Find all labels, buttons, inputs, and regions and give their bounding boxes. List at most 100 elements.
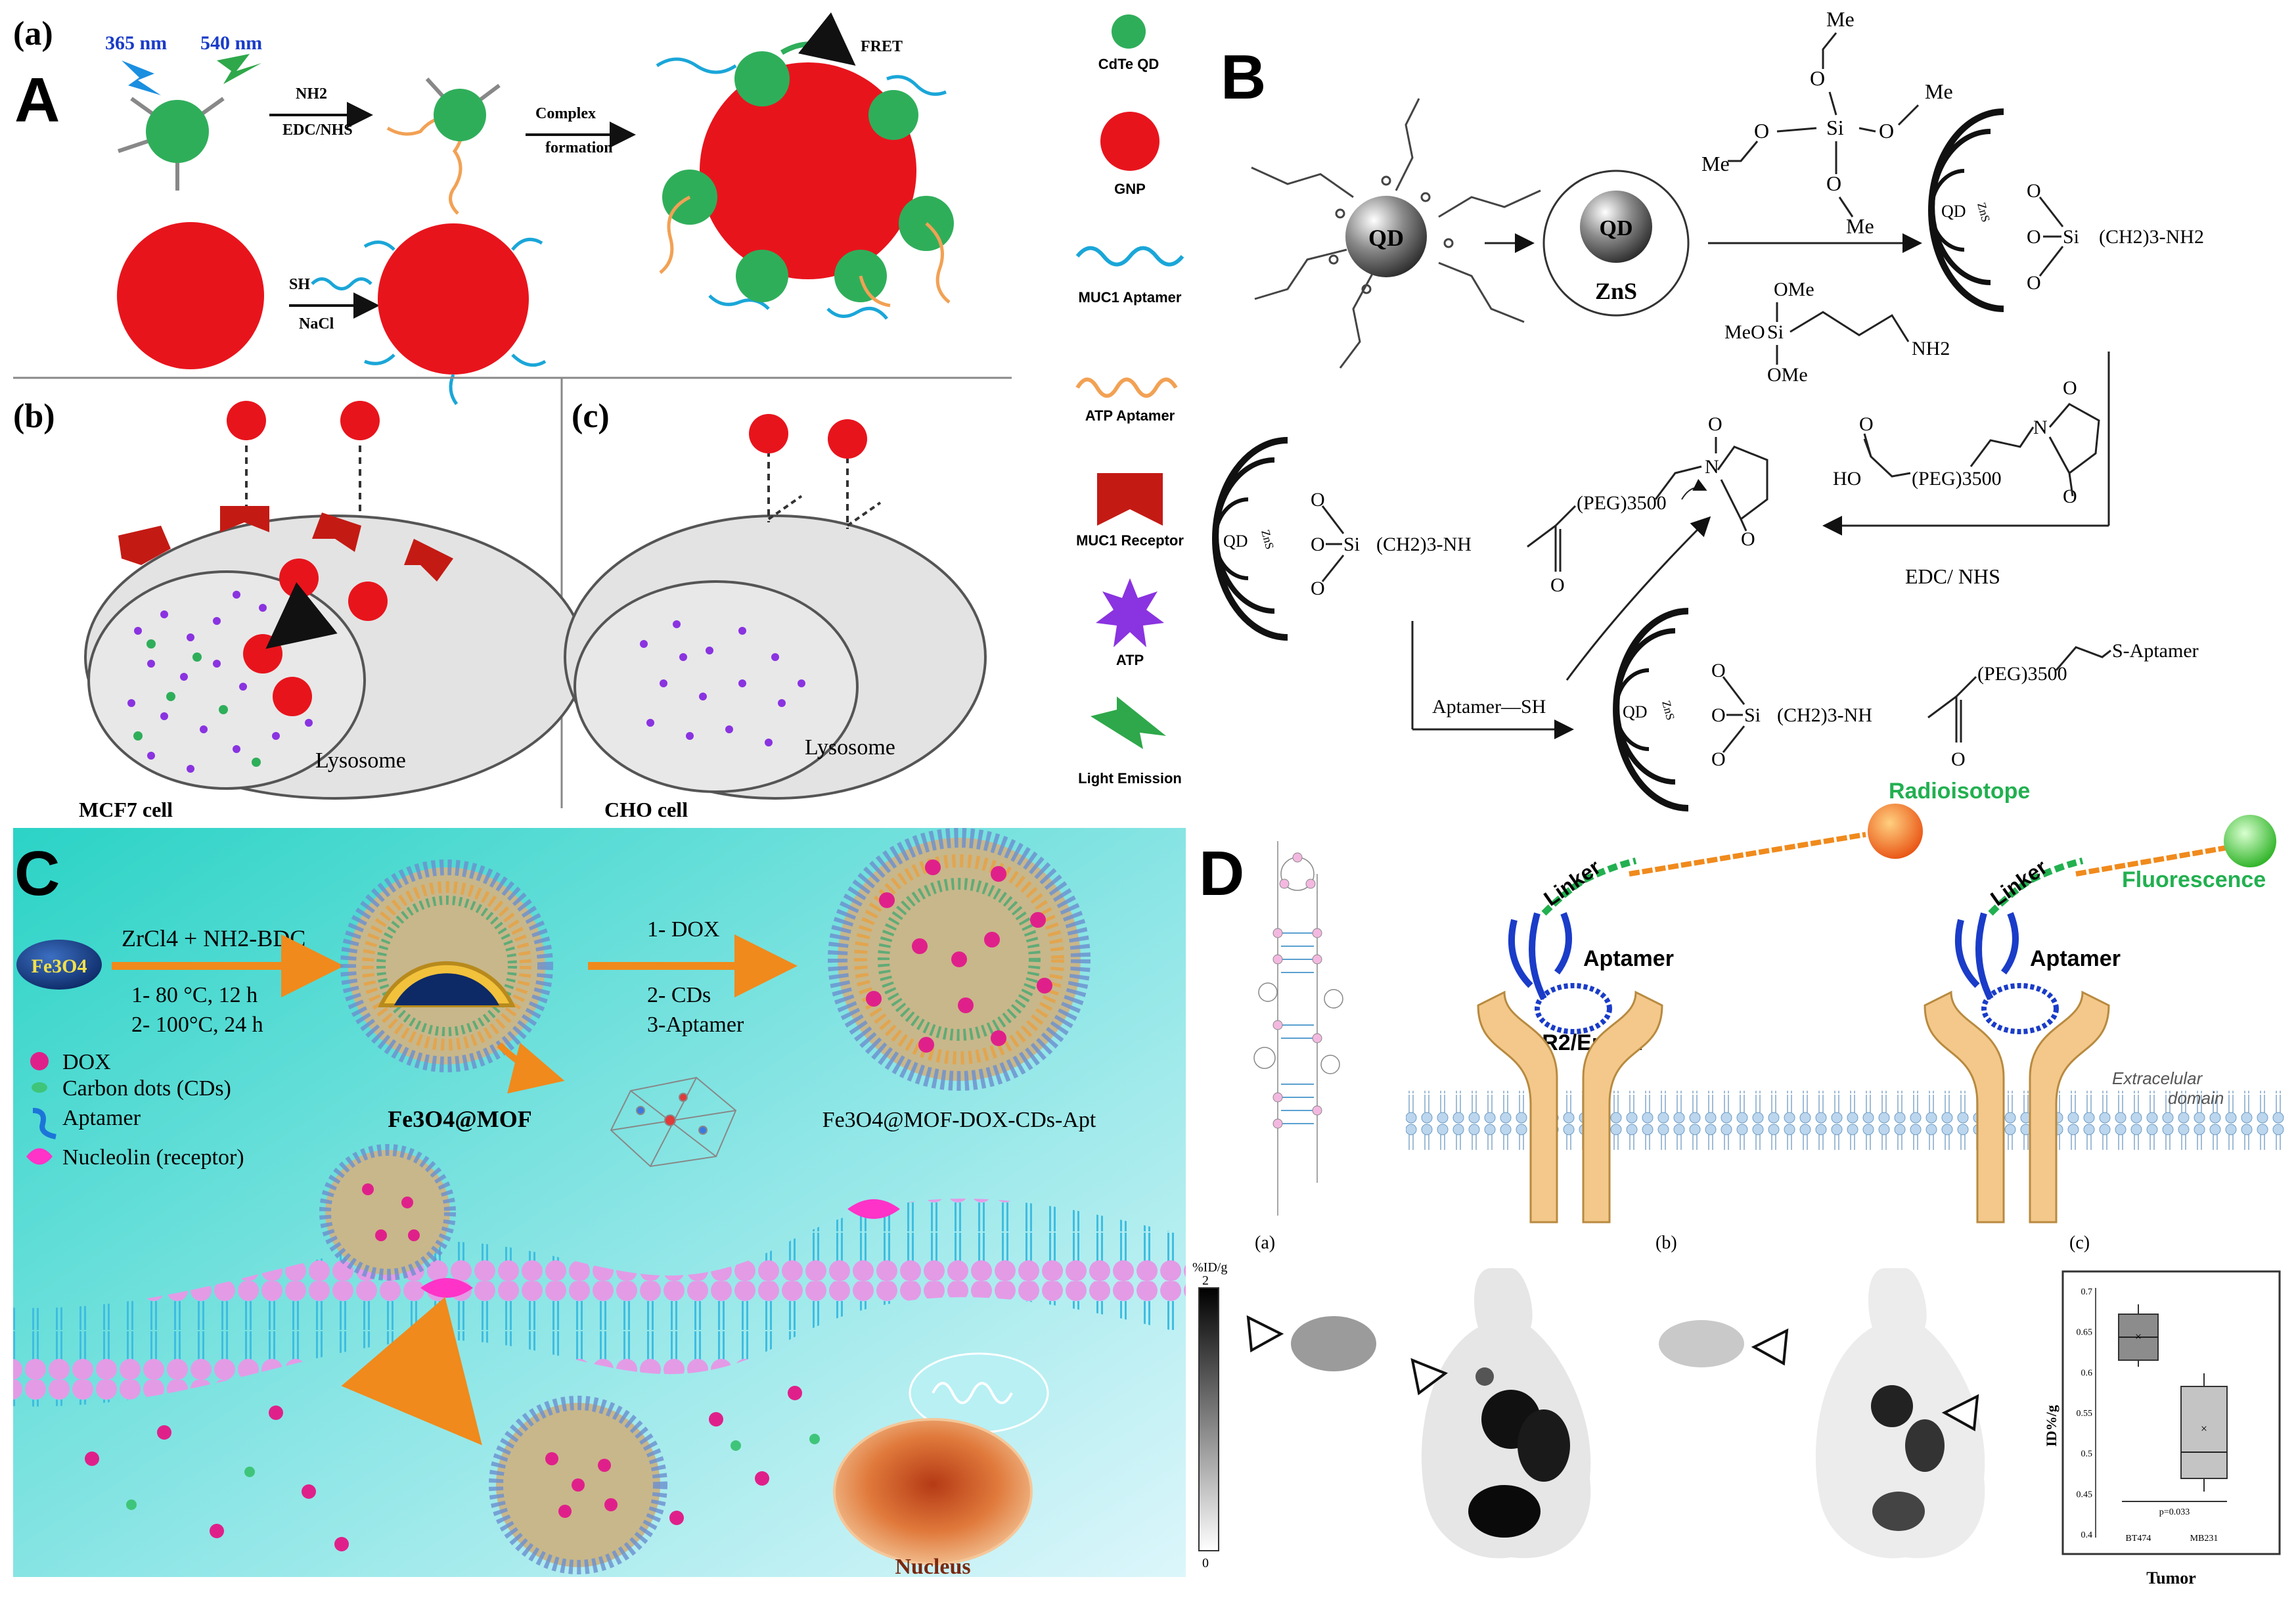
- svg-text:(CH2)3-NH: (CH2)3-NH: [1376, 534, 1472, 555]
- edc-nhs-label: EDC/NHS: [282, 122, 353, 139]
- wavelength-540-label: 540 nm: [200, 32, 262, 54]
- legend-nucleolin-label: Nucleolin (receptor): [62, 1145, 244, 1170]
- svg-text:O: O: [1311, 534, 1325, 555]
- her2-receptor-2: [1924, 990, 2110, 1223]
- internalization-arrow: [265, 582, 338, 649]
- svg-text:O: O: [2027, 226, 2041, 248]
- muc1-receptor-2: [220, 506, 269, 532]
- mcf7-cell-label: MCF7 cell: [79, 798, 173, 821]
- lysosome-c: [574, 580, 859, 793]
- svg-text:O: O: [1879, 119, 1894, 143]
- qd-with-ligands: [1251, 98, 1541, 369]
- cell-membrane: [13, 1199, 1186, 1407]
- aptamer-probe-radio: [1508, 804, 1923, 1034]
- zns-label: ZnS: [1595, 278, 1637, 304]
- svg-text:×: ×: [2135, 1330, 2142, 1343]
- lysosome-label-c: Lysosome: [805, 735, 895, 760]
- svg-text:Si: Si: [2063, 226, 2079, 248]
- panel-b2-letter: B: [1221, 42, 1266, 112]
- box-mb231: [2180, 1386, 2228, 1479]
- tumor-pointer-b1: [1751, 1328, 1789, 1366]
- fluorescence-icon: [2224, 815, 2276, 867]
- panel-b-mcf7: (b) Lysosome MCF7 cell: [13, 398, 586, 821]
- complex-label-2: formation: [545, 139, 613, 156]
- tumor-pointer-b2: [1941, 1394, 1979, 1432]
- mof-reagents: ZrCl4 + NH2-BDC: [122, 925, 305, 951]
- tumor-image-b: [1659, 1320, 1744, 1367]
- cdte-qd-icon: [146, 100, 209, 163]
- svg-text:(PEG)3500: (PEG)3500: [1977, 663, 2067, 685]
- uptake-boxplot: 0.70.650.60.550.50.450.4 ID%/g × × p=0.0…: [2043, 1270, 2281, 1588]
- pet-mouse-b: [1815, 1268, 1985, 1559]
- svg-text:ZnS: ZnS: [1259, 528, 1276, 551]
- nacl-label: NaCl: [299, 315, 334, 332]
- svg-text:(CH2)3-NH2: (CH2)3-NH2: [2099, 226, 2204, 248]
- gnp-qd-complex: [656, 12, 954, 320]
- excitation-bolt-icon: [122, 60, 161, 95]
- aptamer-probe-fluor: [1954, 815, 2276, 1034]
- radioisotope-label: Radioisotope: [1889, 779, 2030, 804]
- panel-d-her2: D HER2/ErbB2 Extracelular dom: [1192, 779, 2286, 1588]
- fe3o4-mof-particle: [340, 859, 553, 1072]
- svg-text:(CH2)3-NH: (CH2)3-NH: [1777, 704, 1872, 726]
- aptamer-label-2: Aptamer: [2030, 946, 2121, 971]
- probe-c2: [828, 419, 867, 459]
- lysosome-label-b: Lysosome: [315, 748, 406, 773]
- muc1-receptor-3: [312, 513, 361, 552]
- product-amine: QD ZnS O O O Si (CH2)3-NH2: [1928, 108, 2204, 312]
- box-y-tick-label: 0.5: [2081, 1450, 2093, 1459]
- legend-cdte-icon: [1112, 14, 1146, 49]
- probe-b2: [340, 401, 380, 440]
- complex-label-1: Complex: [535, 105, 596, 122]
- box-y-tick-label: 0.45: [2077, 1490, 2093, 1499]
- linker-label-1: Linker: [1539, 855, 1604, 911]
- panel-b-letter: (b): [13, 398, 55, 435]
- panel-b-chemistry: B QD QD ZnS Me O Si O O O Me: [1212, 7, 2204, 811]
- box-y-ticks: 0.70.650.60.550.50.450.4: [2077, 1287, 2093, 1540]
- product-maleimide: QD ZnS O O O Si (CH2)3-NH (PEG)3500 O N …: [1212, 413, 1768, 641]
- fret-label: FRET: [861, 38, 903, 55]
- fe3o4-label: Fe3O4: [32, 955, 87, 977]
- product-aptamer: QD ZnS O O O Si (CH2)3-NH (PEG)3500 O S-…: [1613, 608, 2199, 811]
- aptamer-bases: [1272, 852, 1322, 1129]
- svg-text:O: O: [1859, 413, 1874, 435]
- her2-receptor-1: [1477, 990, 1663, 1223]
- svg-text:O: O: [1810, 66, 1825, 90]
- svg-text:Si: Si: [1744, 704, 1761, 726]
- legend-cds-icon: [32, 1082, 47, 1093]
- svg-text:O: O: [1754, 119, 1769, 143]
- tumor-image-a: [1291, 1316, 1376, 1371]
- endocytosis-arrow: [341, 1296, 482, 1446]
- linker-label-2: Linker: [1986, 855, 2051, 911]
- aptamer-sh-label: Aptamer—SH: [1432, 696, 1546, 718]
- synthesis-step-2: 2- 100°C, 24 h: [131, 1013, 263, 1037]
- svg-text:OMe: OMe: [1774, 279, 1814, 300]
- svg-text:O: O: [2063, 486, 2077, 507]
- panel-d-letter: D: [1199, 838, 1244, 909]
- svg-text:QD: QD: [1623, 702, 1648, 721]
- zns-qd-core: [1580, 191, 1652, 263]
- nucleolin-receptor-1: [420, 1278, 473, 1298]
- gnp-bare: [117, 222, 264, 369]
- svg-text:OMe: OMe: [1767, 364, 1808, 386]
- panel-a-small-letter: (a): [13, 15, 53, 53]
- fret-arrow: [780, 12, 856, 66]
- box-y-label: ID%/g: [2043, 1405, 2060, 1447]
- legend-muc1-aptamer-icon: [1075, 246, 1184, 267]
- nucleus-label: Nucleus: [895, 1555, 970, 1579]
- svg-text:O: O: [1711, 748, 1726, 770]
- imaging-sub-c: (c): [2069, 1233, 2090, 1253]
- fe3o4-core: [16, 940, 102, 990]
- svg-text:×: ×: [2201, 1422, 2207, 1435]
- nucleus: [833, 1418, 1033, 1565]
- panel-a-legend: CdTe QD GNP MUC1 Aptamer ATP Aptamer MUC…: [1075, 14, 1184, 787]
- legend-atp-label: ATP: [1116, 652, 1144, 668]
- released-dox: [85, 1386, 820, 1551]
- peg-maleimide-reagent: HO (PEG)3500 N O O O: [1833, 377, 2100, 507]
- svg-text:O: O: [2027, 272, 2041, 294]
- svg-text:Me: Me: [1701, 152, 1730, 175]
- panel-a-letter: A: [14, 65, 60, 135]
- synthesis-step-1: 1- 80 °C, 12 h: [131, 983, 258, 1007]
- radioisotope-icon: [1868, 804, 1923, 859]
